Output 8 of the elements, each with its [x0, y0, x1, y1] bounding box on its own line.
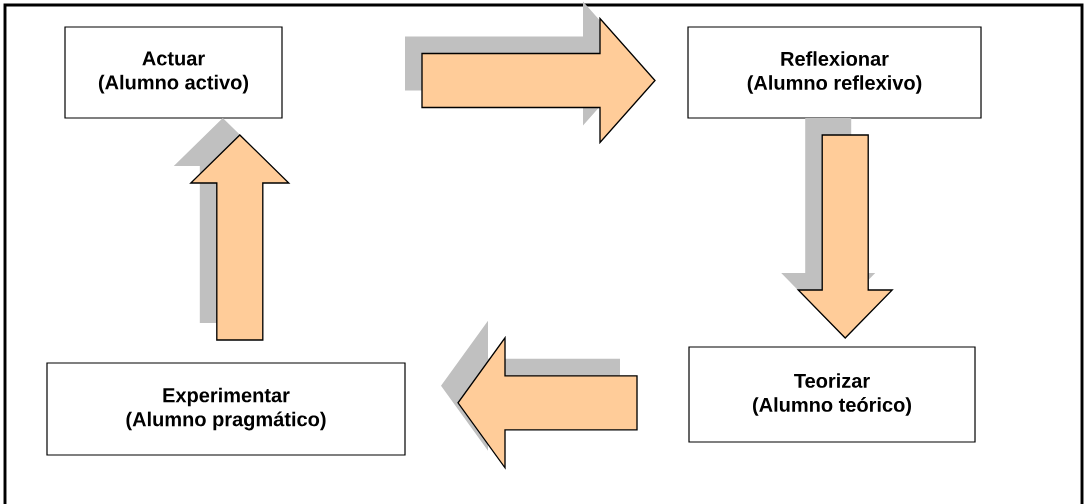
stage-box: Reflexionar (Alumno reflexivo) — [687, 26, 982, 119]
block-arrow — [173, 118, 291, 341]
block-arrow — [405, 1, 656, 145]
stage-box: Teorizar (Alumno teórico) — [688, 346, 976, 443]
block-arrow — [441, 320, 638, 470]
stage-box: Actuar (Alumno activo) — [64, 26, 283, 119]
block-arrow — [781, 118, 894, 339]
stage-box: Experimentar (Alumno pragmático) — [46, 362, 406, 456]
